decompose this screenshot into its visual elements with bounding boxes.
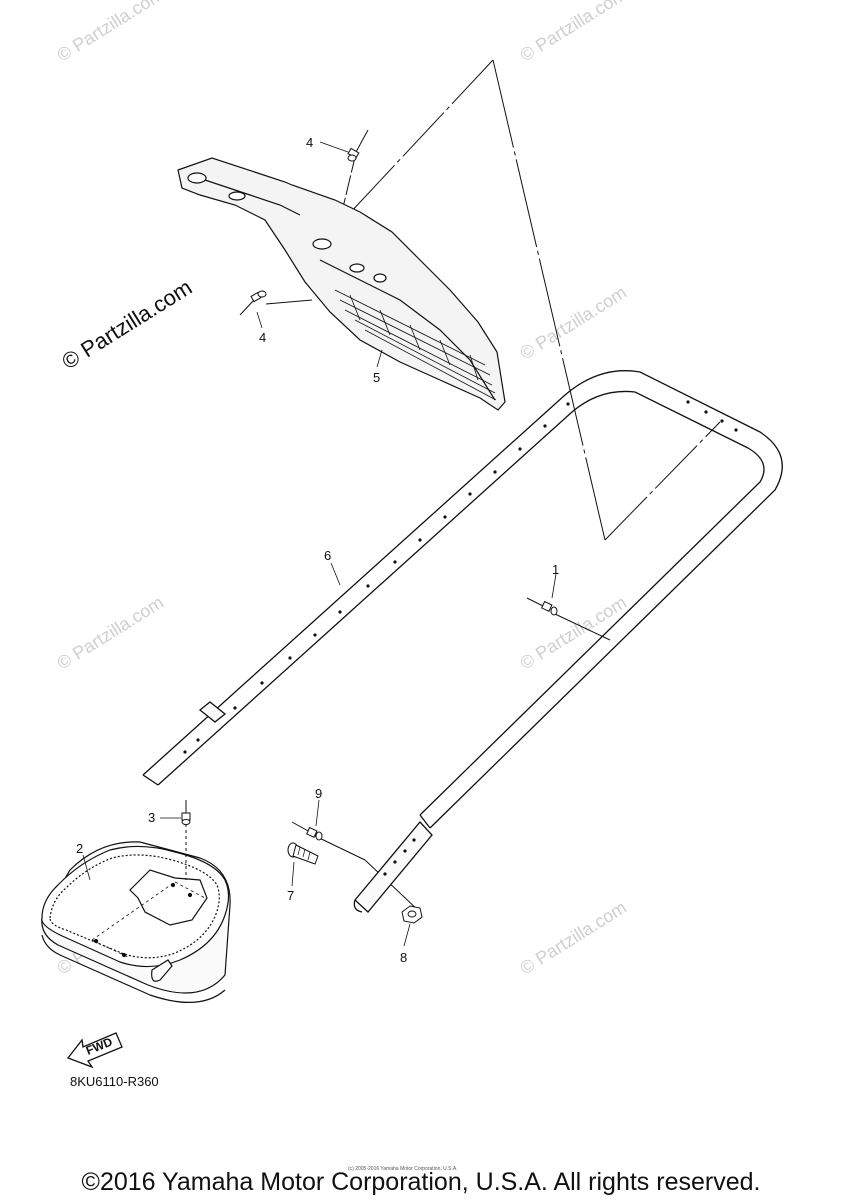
- callout-numbers: 4 4 5 6 1 3 2 9 7 8: [76, 135, 559, 965]
- watermark-text: © Partzilla.com: [517, 897, 630, 978]
- leader-lines: [265, 59, 721, 913]
- diagram-code: 8KU6110-R360: [70, 1074, 159, 1089]
- part-4-rivet-upper: [347, 129, 369, 162]
- callout-7: 7: [287, 888, 294, 903]
- callout-1: 1: [552, 562, 559, 577]
- callout-6: 6: [324, 548, 331, 563]
- part-1-rivet: [526, 597, 558, 616]
- callout-4-upper: 4: [306, 135, 313, 150]
- part-2-cushion: [41, 841, 231, 1003]
- callout-leaders: [82, 141, 557, 947]
- callout-9: 9: [315, 786, 322, 801]
- part-9-rivet: [291, 821, 323, 841]
- part-3-screw: [181, 800, 191, 880]
- part-8-nut: [401, 905, 423, 924]
- callout-2: 2: [76, 841, 83, 856]
- fwd-arrow-icon: FWD: [66, 1032, 123, 1069]
- callout-4-lower: 4: [259, 330, 266, 345]
- watermarks: © Partzilla.com © Partzilla.com © Partzi…: [54, 0, 630, 978]
- part-4-rivet-lower: [239, 290, 267, 316]
- watermark-text: © Partzilla.com: [517, 0, 630, 65]
- part-6-handrail: [142, 370, 783, 913]
- watermark-text: © Partzilla.com: [517, 282, 630, 363]
- callout-8: 8: [400, 950, 407, 965]
- watermark-main: © Partzilla.com: [57, 274, 196, 374]
- small-copyright: (c) 2005-2016 Yamaha Motor Corporation, …: [348, 1166, 458, 1172]
- callout-5: 5: [373, 370, 380, 385]
- part-5-bracket: [177, 157, 506, 411]
- watermark-text: © Partzilla.com: [517, 592, 630, 673]
- watermark-text: © Partzilla.com: [54, 592, 167, 673]
- callout-3: 3: [148, 810, 155, 825]
- copyright-notice: ©2016 Yamaha Motor Corporation, U.S.A. A…: [82, 1168, 761, 1196]
- watermark-text: © Partzilla.com: [54, 0, 167, 65]
- part-7-bolt: [287, 842, 319, 865]
